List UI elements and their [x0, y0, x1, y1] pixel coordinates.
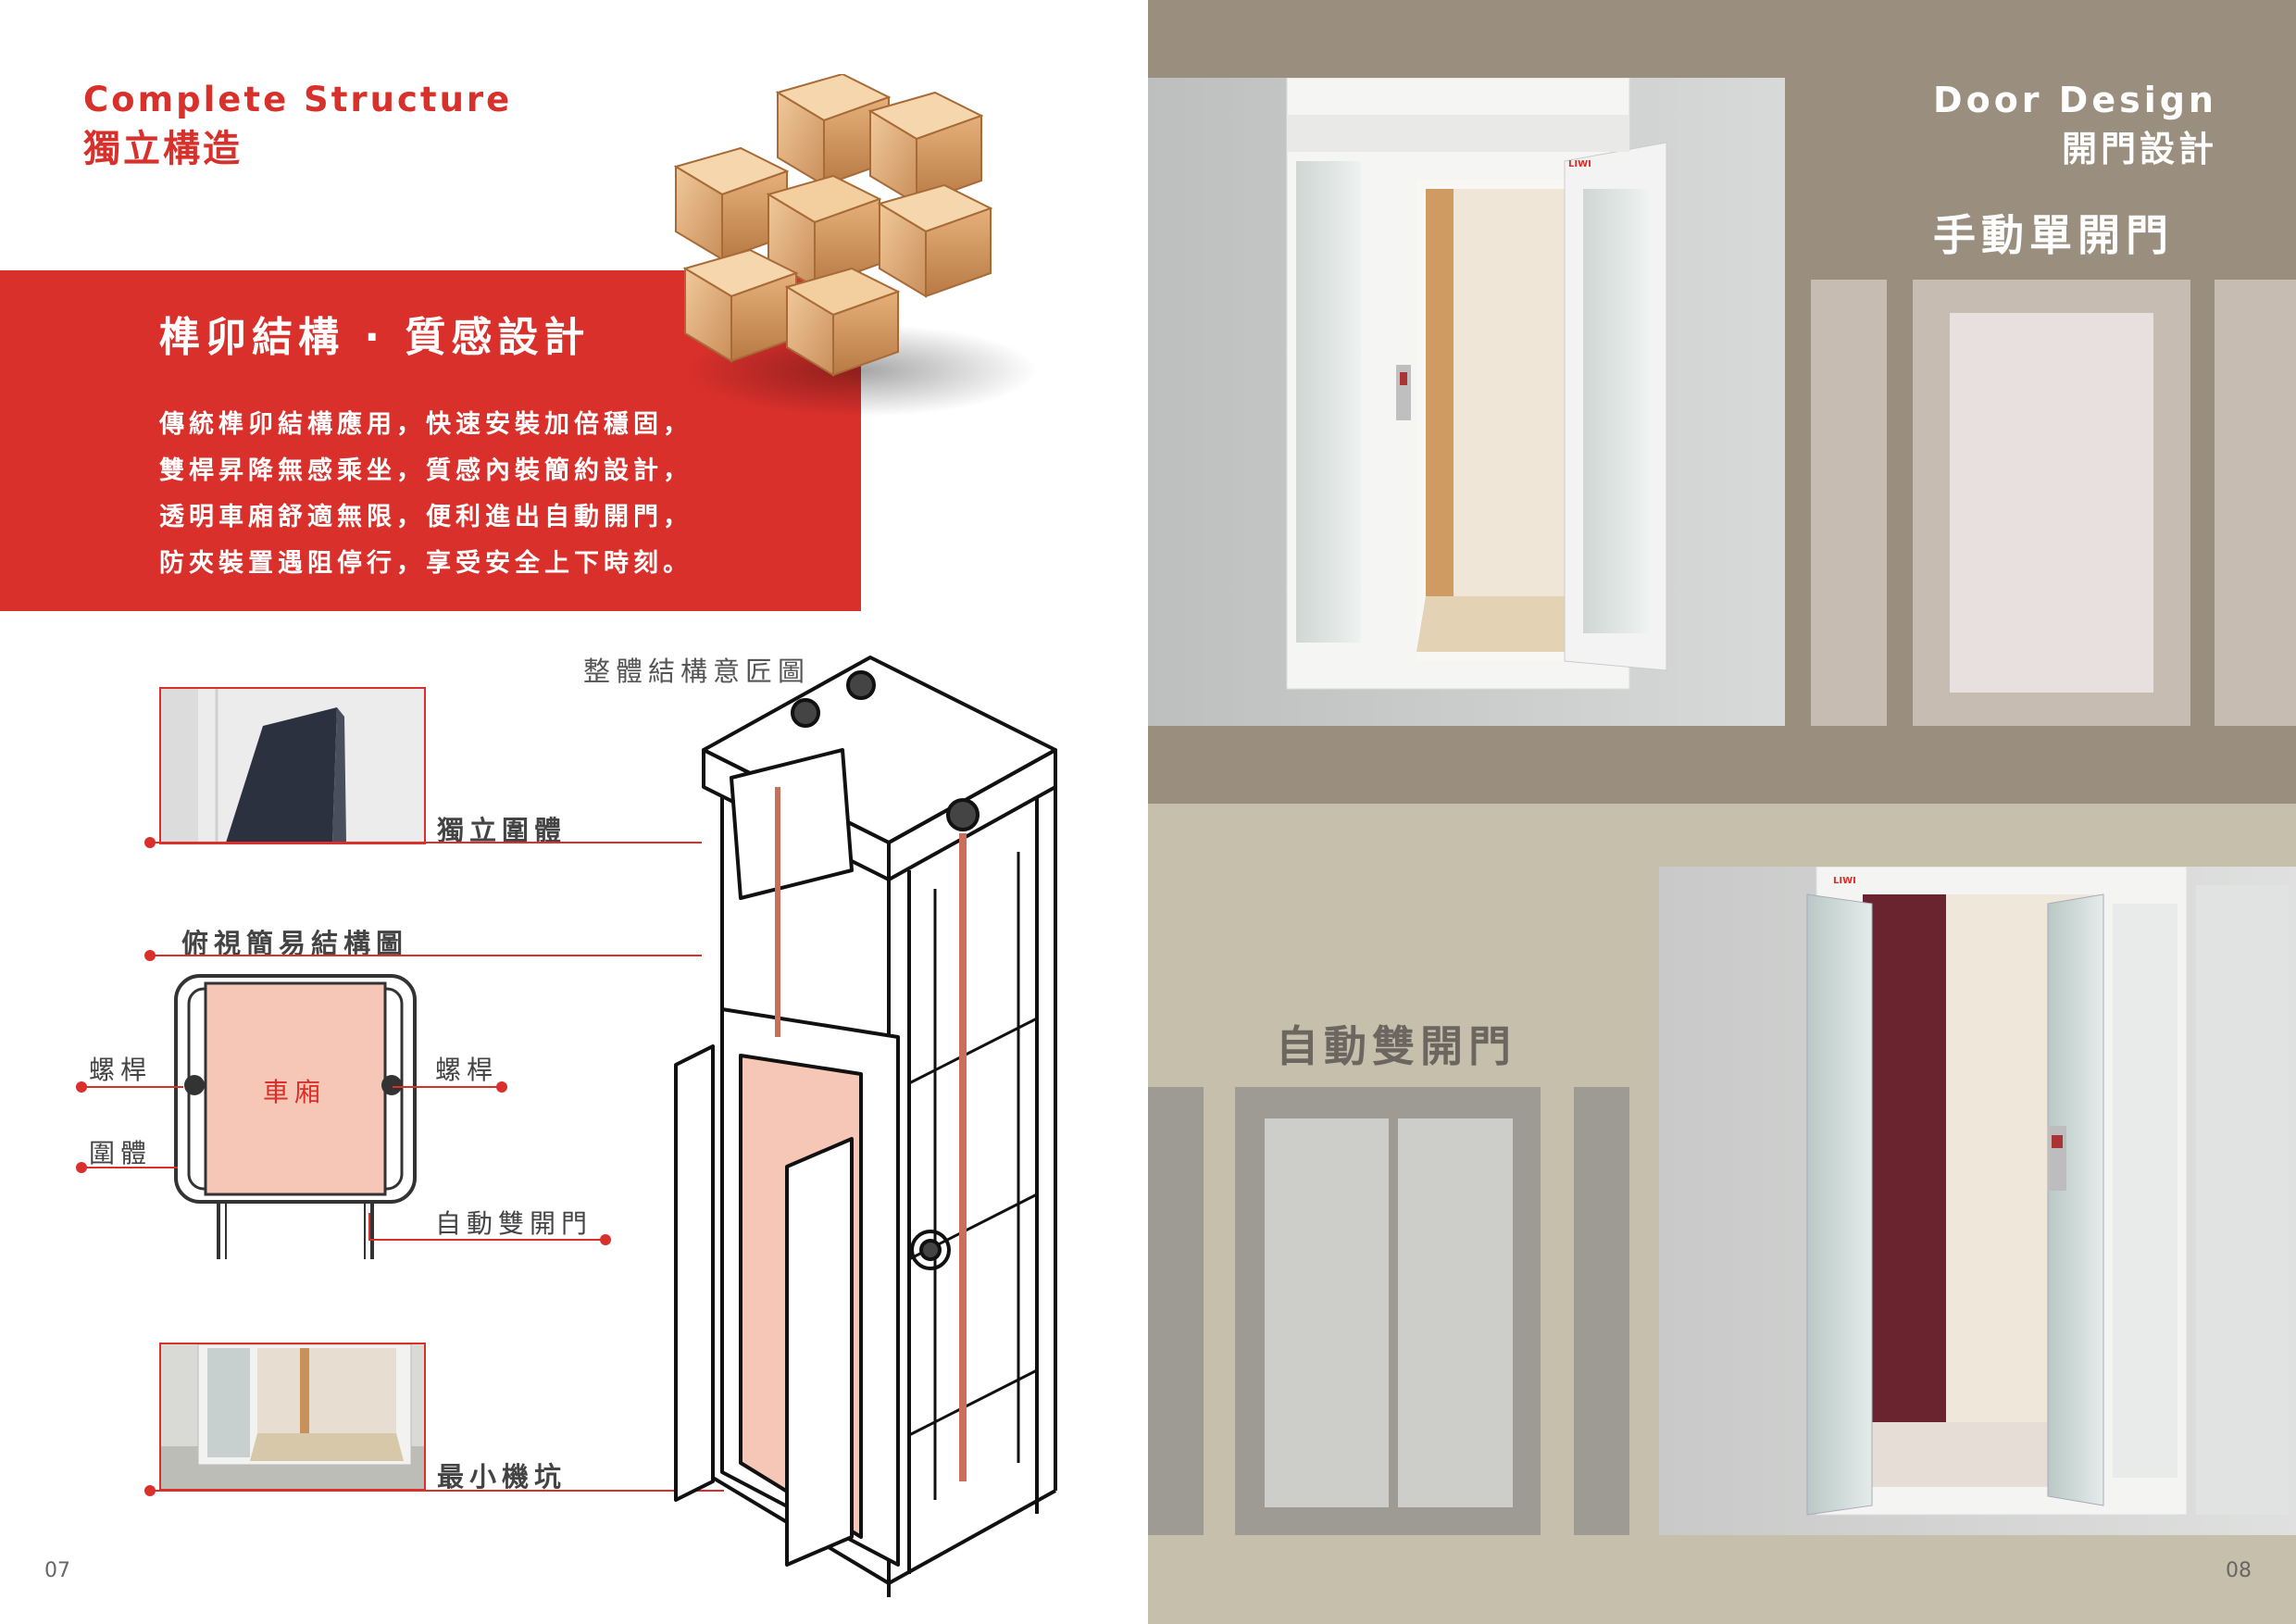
auto-door-frame-left: [1148, 1087, 1204, 1535]
auto-door-title: 自動雙開門: [1276, 1021, 1516, 1071]
diagram-caption: 整體結構意匠圖: [583, 656, 811, 687]
auto-door-panel-left: [1265, 1118, 1389, 1507]
section-title-en: Complete Structure: [83, 80, 513, 119]
door-design-title-en: Door Design: [1933, 80, 2217, 120]
auto-door-frame-right: [1574, 1087, 1629, 1535]
top-view-diagram: [174, 974, 417, 1259]
leader-line-enclosure: [150, 842, 702, 843]
label-min-pit: 最小機坑: [437, 1461, 568, 1493]
leader-dot-top-view: [144, 950, 156, 961]
label-screw-right: 螺桿: [435, 1055, 499, 1085]
section-title-zh: 獨立構造: [83, 128, 243, 170]
page-number-right: 08: [2226, 1559, 2252, 1582]
leader-dot-enclosure: [144, 837, 156, 848]
leader-dot-auto-door: [600, 1234, 611, 1245]
leader-line-auto-door-vertical: [368, 1213, 370, 1241]
label-auto-door: 自動雙開門: [435, 1208, 593, 1239]
leader-dot-min-pit: [144, 1485, 156, 1496]
elevator-structure-drawing: [674, 656, 1057, 1597]
leader-line-min-pit: [150, 1490, 724, 1492]
leader-line-top-view: [150, 955, 702, 956]
label-screw-left: 螺桿: [89, 1055, 153, 1085]
band-heading: 榫卯結構 · 質感設計: [159, 314, 591, 361]
wooden-puzzle-image: [673, 74, 1037, 417]
leader-dot-screw-left: [76, 1081, 87, 1093]
band-line-2: 雙桿昇降無感乘坐，質感內裝簡約設計，: [159, 456, 693, 485]
leader-dot-wall: [76, 1162, 87, 1173]
enclosure-thumbnail: [159, 687, 426, 844]
label-top-view: 俯視簡易結構圖: [181, 928, 409, 959]
auto-door-panel-right: [1398, 1118, 1513, 1507]
manual-door-title: 手動單開門: [1933, 210, 2174, 260]
label-wall: 圍體: [89, 1138, 153, 1168]
door-design-title-zh: 開門設計: [2061, 129, 2217, 169]
leader-dot-screw-right: [496, 1081, 507, 1093]
manual-door-frame-right: [2215, 280, 2296, 726]
band-line-3: 透明車廂舒適無限，便利進出自動開門，: [159, 503, 693, 531]
leader-line-screw-left: [80, 1086, 183, 1088]
leader-line-screw-right: [393, 1086, 502, 1088]
brand-mark-1: LIWI: [1568, 159, 1591, 169]
manual-door-panel: [1950, 313, 2153, 693]
page-number-left: 07: [44, 1559, 70, 1582]
manual-door-photo: [1148, 78, 1785, 726]
manual-door-frame-left: [1811, 280, 1887, 726]
label-car: 車廂: [263, 1077, 327, 1107]
band-line-1: 傳統榫卯結構應用，快速安裝加倍穩固，: [159, 410, 693, 439]
leader-line-auto-door: [370, 1239, 605, 1241]
label-enclosure: 獨立圍體: [437, 815, 568, 846]
auto-door-photo: [1659, 867, 2296, 1535]
band-line-4: 防夾裝置遇阻停行，享受安全上下時刻。: [159, 549, 693, 578]
leader-line-wall: [80, 1167, 178, 1168]
min-pit-thumbnail: [159, 1343, 426, 1491]
brand-mark-2: LIWI: [1833, 876, 1856, 886]
